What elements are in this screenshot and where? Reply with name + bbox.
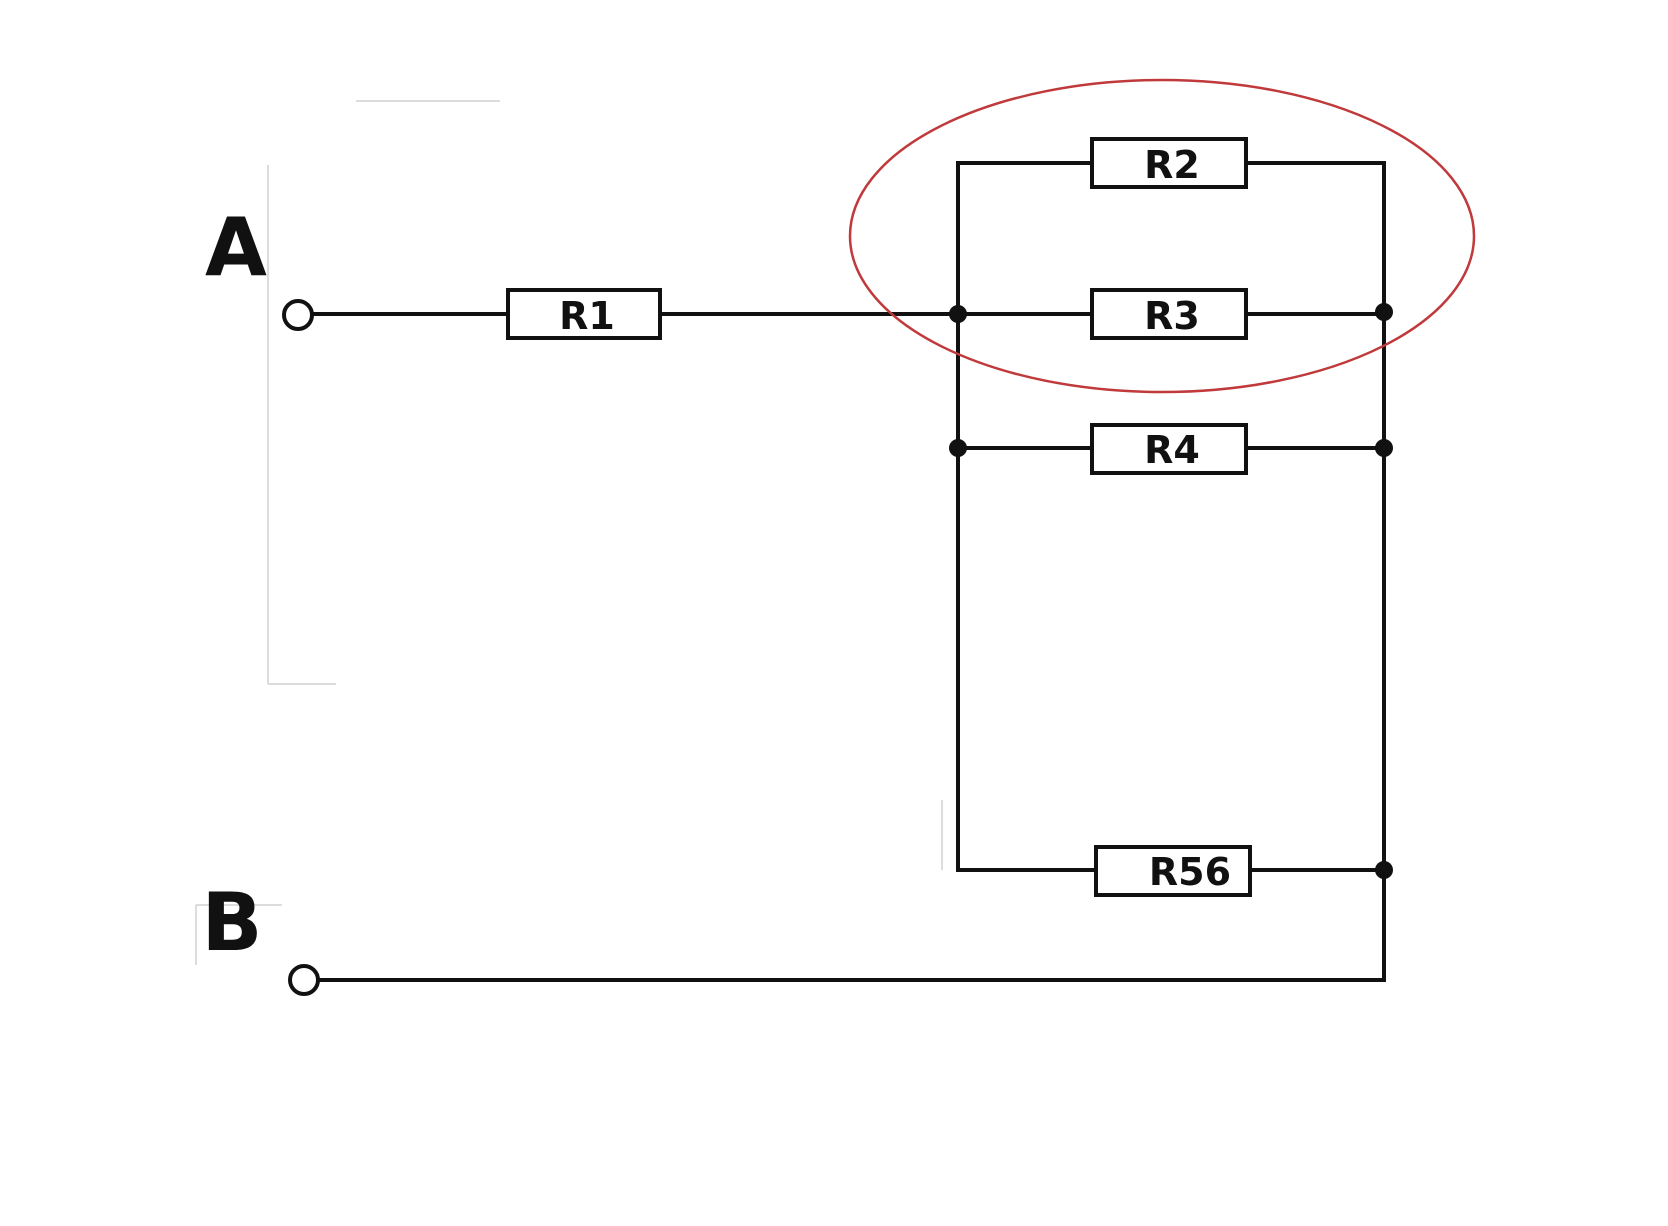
junction-node — [949, 305, 967, 323]
resistor-r4: R4 — [1090, 423, 1248, 475]
terminal-a: A — [205, 201, 314, 331]
junction-node — [1375, 303, 1393, 321]
terminal-b: B — [202, 876, 320, 996]
junction-node — [1375, 861, 1393, 879]
resistor-r4-label: R4 — [1144, 428, 1200, 472]
resistor-r1-label: R1 — [559, 294, 615, 338]
resistor-r1: R1 — [506, 288, 662, 340]
junction-node — [949, 439, 967, 457]
resistor-r3-label: R3 — [1144, 294, 1200, 338]
resistor-r2: R2 — [1090, 137, 1248, 189]
wires — [310, 161, 1386, 982]
resistor-r56-label: R56 — [1149, 850, 1231, 894]
resistor-r56: R56 — [1094, 845, 1252, 897]
resistor-r2-label: R2 — [1144, 143, 1200, 187]
junction-node — [1375, 439, 1393, 457]
terminal-b-label: B — [202, 876, 263, 969]
terminal-a-label: A — [205, 201, 267, 294]
highlight-ellipse — [848, 78, 1476, 394]
resistor-r3: R3 — [1090, 288, 1248, 340]
terminal-a-connector — [282, 299, 314, 331]
terminal-b-connector — [288, 964, 320, 996]
scan-artifacts — [195, 100, 943, 965]
junction-nodes — [949, 303, 1393, 879]
